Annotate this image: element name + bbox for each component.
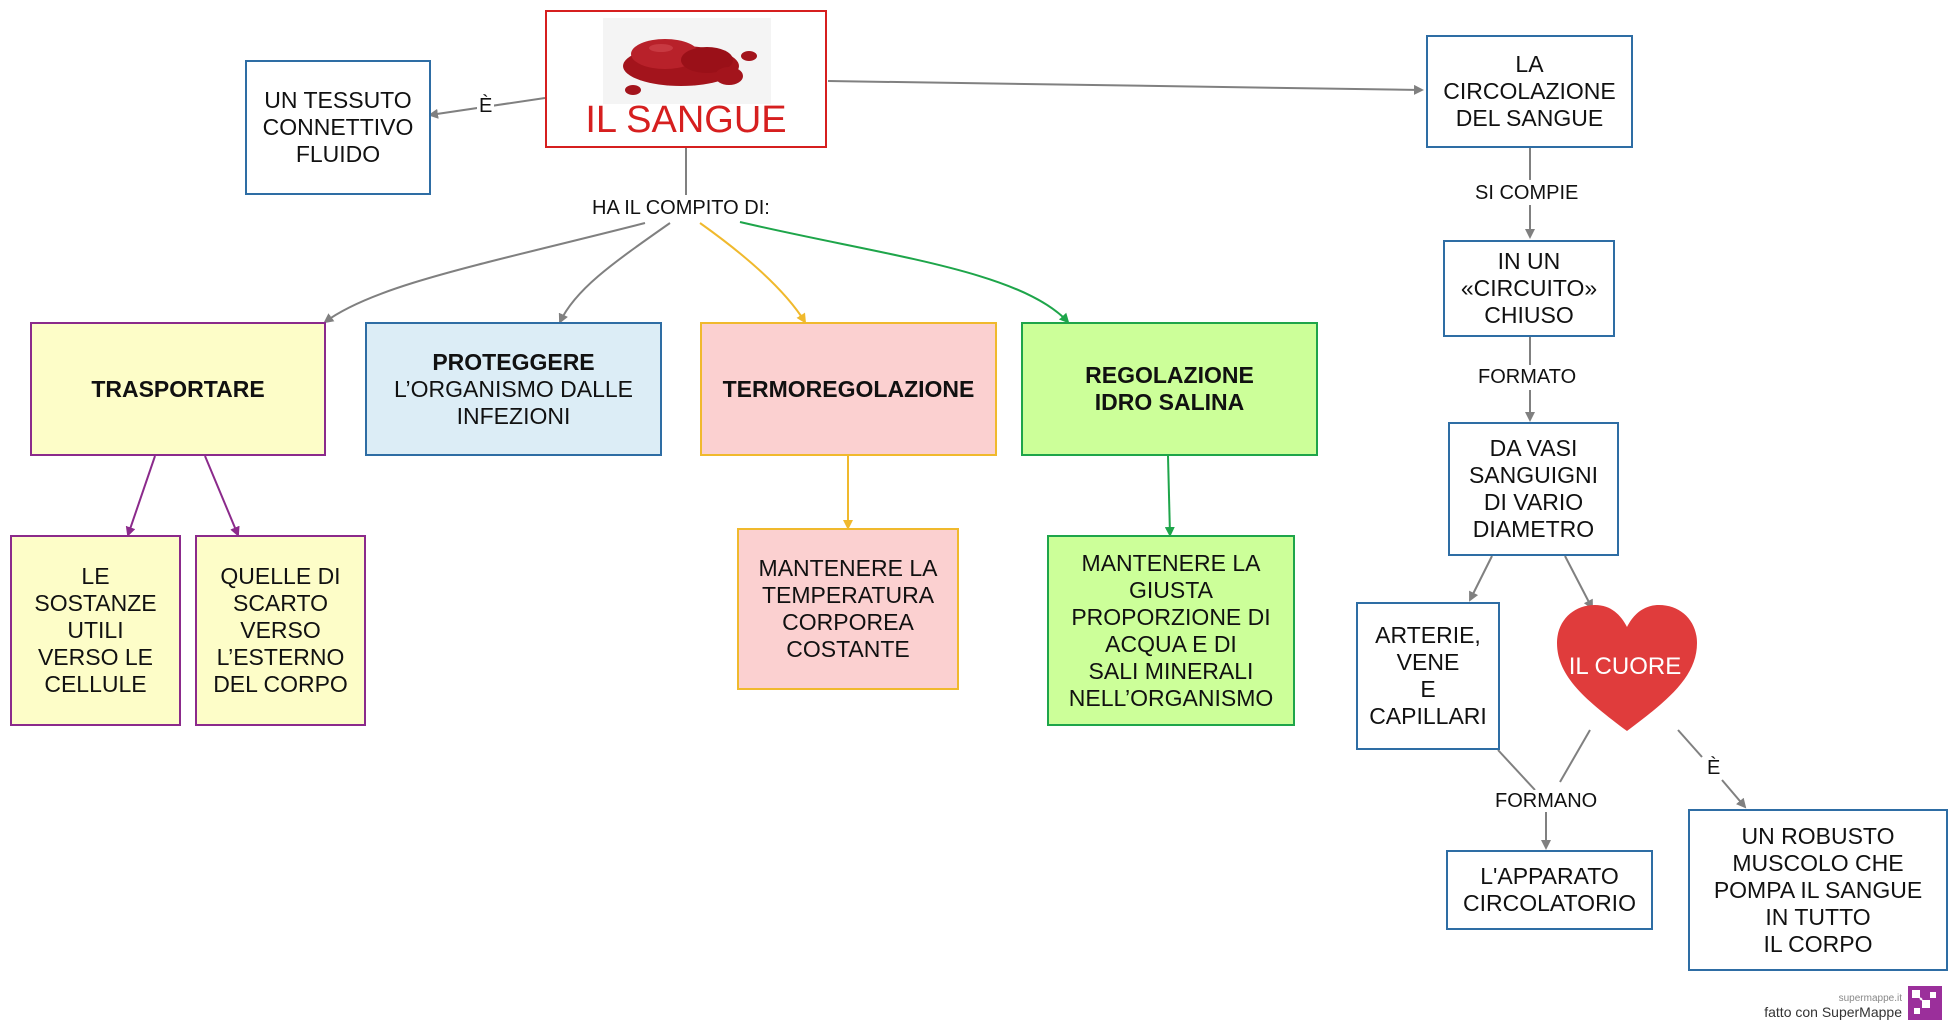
root-node[interactable]: IL SANGUE [545, 10, 827, 148]
vessels-node[interactable]: DA VASI SANGUIGNI DI VARIO DIAMETRO [1448, 422, 1619, 556]
heart-node[interactable]: IL CUORE [1568, 653, 1682, 680]
link-label-formed: FORMATO [1476, 366, 1579, 388]
hydro-node[interactable]: REGOLAZIONE IDRO SALINA [1021, 322, 1318, 456]
edge-heart-formano [1559, 729, 1591, 783]
circuit-node[interactable]: IN UN «CIRCUITO» CHIUSO [1443, 240, 1615, 337]
transport-node[interactable]: TRASPORTARE [30, 322, 326, 456]
edge-task-transport [323, 222, 646, 324]
edge-transport-waste [204, 455, 240, 537]
edge-arteries-formano [1497, 749, 1536, 791]
root-title: IL SANGUE [585, 99, 787, 141]
apparatus-node[interactable]: L'APPARATO CIRCOLATORIO [1446, 850, 1653, 930]
edge-task-protect [558, 222, 671, 324]
footer-site: supermappe.it [1838, 993, 1902, 1004]
edge-vessels-arteries [1469, 555, 1493, 602]
link-label-takes-place: SI COMPIE [1473, 182, 1581, 204]
waste-substances-node[interactable]: QUELLE DI SCARTO VERSO L’ESTERNO DEL COR… [195, 535, 366, 726]
definition-node[interactable]: UN TESSUTO CONNETTIVO FLUIDO [245, 60, 431, 195]
protect-text: L’ORGANISMO DALLE INFEZIONI [393, 375, 634, 429]
link-label-form: FORMANO [1493, 790, 1600, 812]
edge-transport-useful [125, 455, 156, 537]
temperature-node[interactable]: MANTENERE LA TEMPERATURA CORPOREA COSTAN… [737, 528, 959, 690]
useful-substances-node[interactable]: LE SOSTANZE UTILI VERSO LE CELLULE [10, 535, 181, 726]
supermappe-logo-icon [1908, 986, 1942, 1020]
footer-made-with: fatto con SuperMappe [1764, 1004, 1902, 1020]
link-label-is-heart: È [1705, 757, 1723, 779]
proportion-node[interactable]: MANTENERE LA GIUSTA PROPORZIONE DI ACQUA… [1047, 535, 1295, 726]
edge-task-hydro [739, 221, 1070, 324]
thermo-node[interactable]: TERMOREGOLAZIONE [700, 322, 997, 456]
muscle-node[interactable]: UN ROBUSTO MUSCOLO CHE POMPA IL SANGUE I… [1688, 809, 1948, 971]
edge-vessels-heart [1564, 555, 1593, 610]
footer-branding: supermappe.it fatto con SuperMappe [1764, 986, 1942, 1020]
link-label-is-definition: È [477, 95, 495, 117]
edge-heart-is [1677, 729, 1703, 758]
blood-drop-icon [603, 18, 771, 104]
edge-root-circulation [827, 80, 1424, 95]
edge-hydro-proportion [1164, 455, 1175, 537]
protect-title: PROTEGGERE [432, 348, 595, 375]
heart-icon [1557, 605, 1697, 731]
arteries-node[interactable]: ARTERIE, VENE E CAPILLARI [1356, 602, 1500, 750]
circulation-node[interactable]: LA CIRCOLAZIONE DEL SANGUE [1426, 35, 1633, 148]
edge-task-thermo [699, 222, 807, 324]
edge-is-muscle [1721, 779, 1747, 809]
link-label-has-task: HA IL COMPITO DI: [590, 197, 772, 219]
protect-node[interactable]: PROTEGGERE L’ORGANISMO DALLE INFEZIONI [365, 322, 662, 456]
